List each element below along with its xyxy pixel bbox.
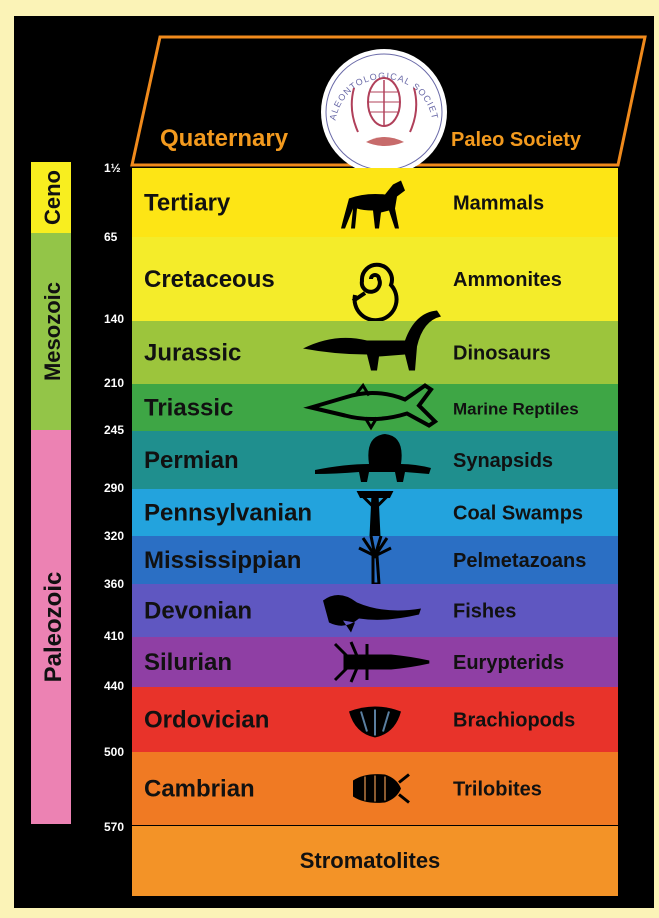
fossil-label: Pelmetazoans <box>453 550 586 572</box>
era-label-paleozoic: Paleozoic <box>40 572 67 683</box>
age-label: 320 <box>104 529 124 543</box>
period-row-pennsylvanian: Pennsylvanian Coal Swamps <box>132 489 618 537</box>
age-label: 290 <box>104 481 124 495</box>
period-name: Tertiary <box>144 190 231 217</box>
fossil-label: Coal Swamps <box>453 503 583 525</box>
fossil-label: Eurypterids <box>453 652 564 674</box>
quaternary-label: Quaternary <box>160 125 289 152</box>
period-name: Pennsylvanian <box>144 500 312 527</box>
age-label: 440 <box>104 679 124 693</box>
fossil-label: Trilobites <box>453 779 542 801</box>
age-label: 570 <box>104 820 124 834</box>
period-name: Jurassic <box>144 340 241 367</box>
period-name: Devonian <box>144 598 252 625</box>
period-name: Permian <box>144 447 239 474</box>
period-row-devonian: Devonian Fishes <box>132 584 618 637</box>
period-row-jurassic: Jurassic Dinosaurs <box>132 311 618 385</box>
period-row-silurian: Silurian Eurypterids <box>132 637 618 687</box>
age-label: 410 <box>104 629 124 643</box>
stromatolites-label: Stromatolites <box>300 848 441 873</box>
era-label-ceno: Ceno <box>40 170 65 225</box>
period-name: Triassic <box>144 395 233 422</box>
period-row-cambrian: Cambrian Trilobites <box>132 752 618 825</box>
period-name: Cretaceous <box>144 266 275 293</box>
fossil-label: Synapsids <box>453 450 553 472</box>
age-label: 500 <box>104 745 124 759</box>
age-label: 65 <box>104 230 118 244</box>
age-label: 140 <box>104 312 124 326</box>
period-name: Cambrian <box>144 776 255 803</box>
fossil-label: Brachiopods <box>453 710 575 732</box>
base-row-stromatolites: Stromatolites <box>132 826 618 899</box>
period-row-cretaceous: Cretaceous Ammonites <box>132 237 618 321</box>
fossil-label: Marine Reptiles <box>453 400 579 419</box>
period-row-permian: Permian Synapsids <box>132 431 618 489</box>
period-name: Mississippian <box>144 547 301 574</box>
fossil-label: Dinosaurs <box>453 343 551 365</box>
period-row-mississippian: Mississippian Pelmetazoans <box>132 536 618 584</box>
fossil-label: Ammonites <box>453 269 562 291</box>
age-label: 210 <box>104 376 124 390</box>
fossil-label: Mammals <box>453 193 544 215</box>
age-label: 360 <box>104 577 124 591</box>
period-name: Ordovician <box>144 707 269 734</box>
paleo-society-label: Paleo Society <box>451 129 582 151</box>
period-row-ordovician: Ordovician Brachiopods <box>132 687 618 752</box>
age-label: 1½ <box>104 161 121 175</box>
era-label-mesozoic: Mesozoic <box>40 282 65 381</box>
period-row-tertiary: Tertiary Mammals <box>132 168 618 237</box>
period-name: Silurian <box>144 649 232 676</box>
fossil-label: Fishes <box>453 601 516 623</box>
period-row-triassic: Triassic Marine Reptiles <box>132 384 618 431</box>
age-label: 245 <box>104 423 124 437</box>
